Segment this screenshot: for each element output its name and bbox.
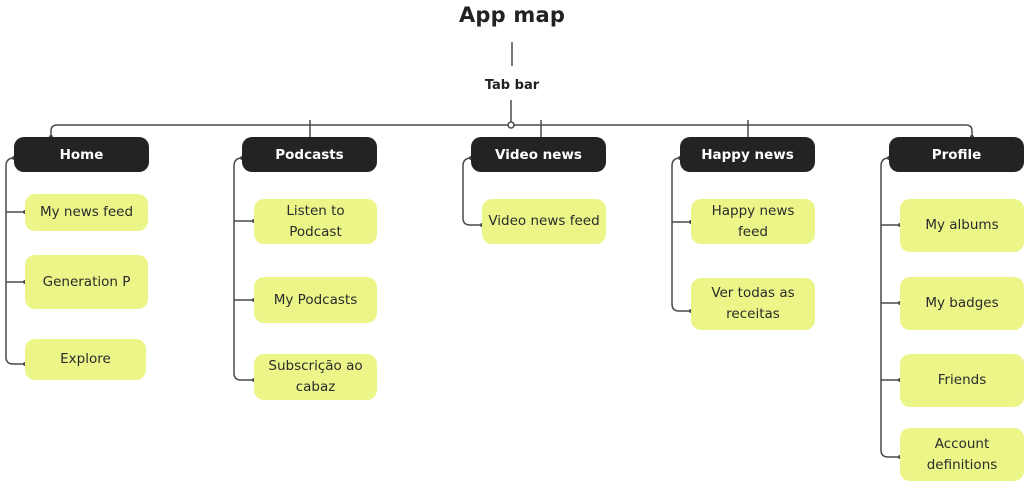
node-generation-p[interactable]: Generation P [25,255,148,309]
node-home[interactable]: Home [14,137,149,172]
node-happy-news-feed[interactable]: Happy news feed [691,199,815,244]
happy-news-branch-line [671,157,691,312]
node-profile[interactable]: Profile [889,137,1024,172]
node-my-albums[interactable]: My albums [900,199,1024,252]
node-happy-news[interactable]: Happy news [680,137,815,172]
node-video-news-feed[interactable]: Video news feed [482,199,606,244]
node-my-badges[interactable]: My badges [900,277,1024,330]
root-node-tab-bar: Tab bar [484,78,540,93]
root-junction-icon [507,121,515,129]
node-subscricao-ao-cabaz[interactable]: Subscrição ao cabaz [254,354,377,400]
node-ver-todas-as-receitas[interactable]: Ver todas as receitas [691,278,815,330]
node-friends[interactable]: Friends [900,354,1024,407]
home-branch-line [5,157,25,365]
node-video-news[interactable]: Video news [471,137,606,172]
node-my-news-feed[interactable]: My news feed [25,194,148,231]
page-title: App map [458,3,566,27]
node-listen-to-podcast[interactable]: Listen to Podcast [254,199,377,244]
node-account-definitions[interactable]: Account definitions [900,428,1024,481]
node-my-podcasts[interactable]: My Podcasts [254,277,377,323]
profile-branch-line [880,157,900,458]
node-podcasts[interactable]: Podcasts [242,137,377,172]
podcasts-branch-line [233,157,254,381]
node-explore[interactable]: Explore [25,339,146,380]
tab-bar-bus [50,124,973,137]
